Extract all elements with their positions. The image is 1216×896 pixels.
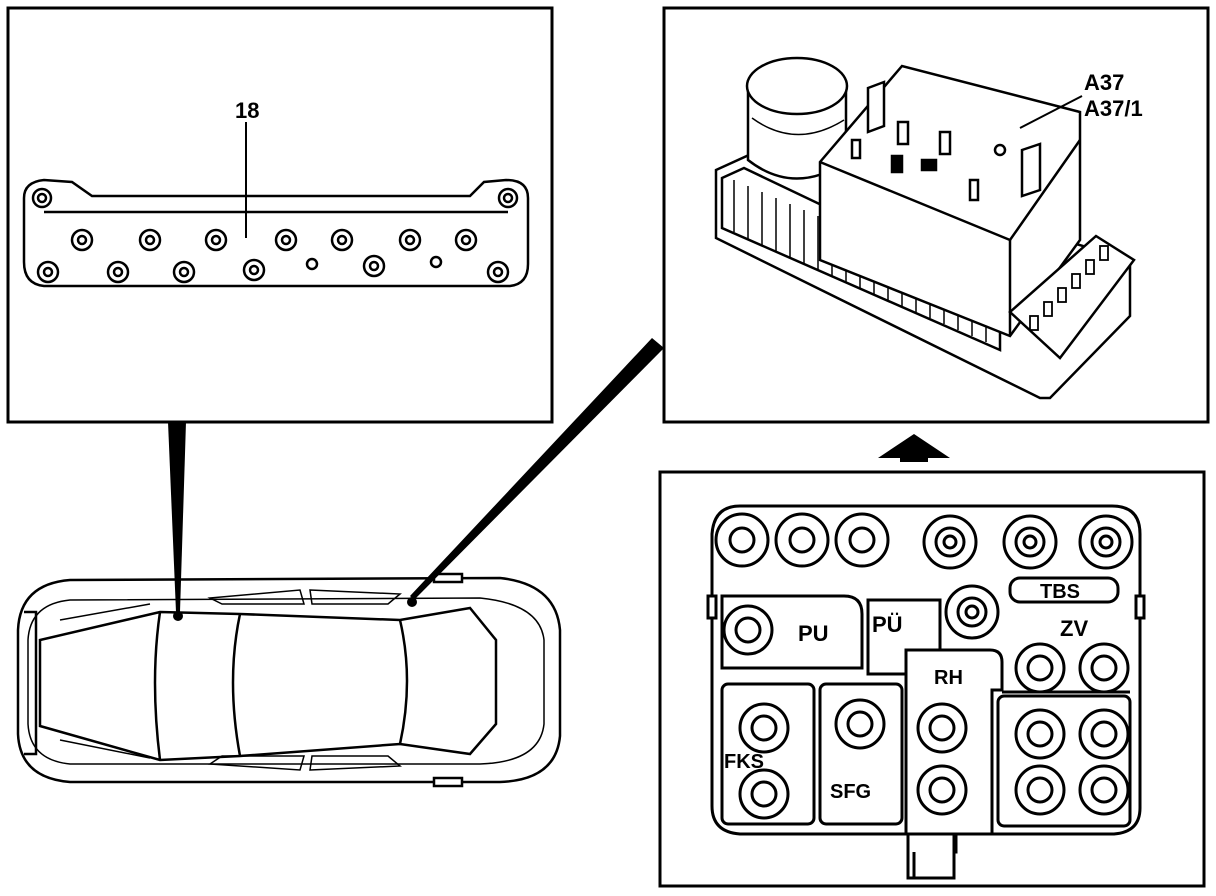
fuse-box-rh-block (904, 648, 1004, 836)
fuse-box-pue-area (866, 584, 1000, 676)
control-module-panel: A37 A37/1 (662, 6, 1210, 424)
fuse-box-fks-block (720, 682, 816, 826)
fuse-box-zv-block (1002, 642, 1130, 694)
module-callout-a37: A37 (1084, 70, 1124, 95)
fuse-box-label-sfg: SFG (830, 781, 871, 803)
fuse-box-label-pue: PÜ (872, 612, 903, 637)
control-module (714, 56, 1136, 400)
fuse-box-label-rh: RH (934, 667, 963, 689)
fuse-box-label-zv: ZV (1060, 616, 1088, 641)
car-location-dot-relay (173, 611, 183, 621)
relay-strip-terminals (36, 228, 510, 284)
fuse-box-tbs-block (1008, 576, 1120, 604)
up-arrow-icon (878, 434, 950, 462)
fuse-box-label-tbs: TBS (1040, 581, 1080, 603)
fuse-box-top-sockets (714, 512, 1134, 570)
module-callout-a37-1: A37/1 (1084, 96, 1143, 121)
relay-strip (22, 178, 530, 288)
relay-strip-panel: 18 (6, 6, 554, 424)
relay-strip-callout: 18 (235, 98, 259, 123)
fuse-box-label-fks: FKS (724, 751, 764, 773)
module-leader (1019, 95, 1083, 129)
car-top-view (16, 572, 562, 788)
leader-relay-to-car (168, 422, 186, 612)
leader-module-to-car (410, 338, 664, 600)
fuse-box-label-pu: PU (798, 621, 829, 646)
car-location-dot-module (407, 597, 417, 607)
fuse-box-pu-block (720, 594, 864, 670)
fuse-box-panel: PU PÜ TBS ZV RH FKS (658, 470, 1206, 888)
fuse-box-sfg-block (818, 682, 904, 826)
fuse-box-right-sockets (996, 694, 1132, 828)
